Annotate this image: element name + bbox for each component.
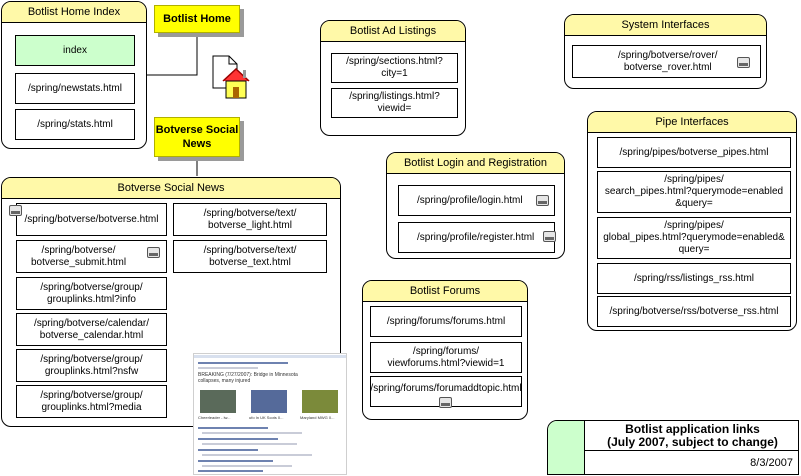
botverse-light-link[interactable]: /spring/botverse/text/ botverse_light.ht…	[173, 203, 327, 236]
screenshot-image	[302, 390, 338, 413]
home-index-group: Botlist Home Index index /spring/newstat…	[1, 1, 147, 149]
listings-rss-link[interactable]: /spring/rss/listings_rss.html	[597, 263, 791, 294]
botverse-calendar-link[interactable]: /spring/botverse/calendar/ botverse_cale…	[16, 313, 167, 346]
screenshot-caption: ufo In UK Scots 0...	[249, 415, 284, 420]
title-block: Botlist application links (July 2007, su…	[547, 420, 799, 475]
system-interfaces-title: System Interfaces	[565, 15, 766, 36]
title-block-accent	[548, 421, 585, 474]
system-interfaces-group: System Interfaces /spring/botverse/rover…	[564, 14, 767, 89]
botverse-screenshot-thumbnail: BREAKING (7/27/2007): Bridge in Minnesot…	[193, 353, 347, 475]
grouplinks-media-link[interactable]: /spring/botverse/group/ grouplinks.html?…	[16, 385, 167, 418]
window-icon	[439, 397, 452, 408]
botverse-pipes-link[interactable]: /spring/pipes/botverse_pipes.html	[597, 137, 791, 168]
window-icon	[147, 247, 160, 258]
rover-link[interactable]: /spring/botverse/rover/ botverse_rover.h…	[572, 45, 761, 78]
social-news-title: Botverse Social News	[2, 178, 340, 199]
login-group: Botlist Login and Registration /spring/p…	[386, 152, 565, 259]
login-link[interactable]: /spring/profile/login.html	[398, 185, 555, 216]
window-icon	[536, 195, 549, 206]
index-link[interactable]: index	[15, 35, 135, 66]
botlist-home-callout: Botlist Home	[154, 5, 240, 33]
viewforums-link[interactable]: /spring/forums/ viewforums.html?viewid=1	[370, 342, 522, 373]
login-title: Botlist Login and Registration	[387, 153, 564, 174]
botverse-link[interactable]: /spring/botverse/botverse.html	[16, 203, 167, 236]
botverse-submit-link[interactable]: /spring/botverse/ botverse_submit.html	[16, 240, 167, 273]
pipe-interfaces-group: Pipe Interfaces /spring/pipes/botverse_p…	[587, 111, 797, 331]
ad-listings-group: Botlist Ad Listings /spring/sections.htm…	[320, 20, 466, 136]
global-pipes-link[interactable]: /spring/pipes/ global_pipes.html?querymo…	[597, 217, 791, 259]
botverse-social-callout: Botverse Social News	[154, 117, 240, 157]
grouplinks-nsfw-link[interactable]: /spring/botverse/group/ grouplinks.html?…	[16, 349, 167, 382]
window-icon	[737, 57, 750, 68]
forums-group: Botlist Forums /spring/forums/forums.htm…	[362, 280, 528, 420]
stats-link[interactable]: /spring/stats.html	[15, 109, 135, 140]
botverse-text-link[interactable]: /spring/botverse/text/ botverse_text.htm…	[173, 240, 327, 273]
listings-link[interactable]: /spring/listings.html?viewid=	[331, 88, 458, 118]
forums-title: Botlist Forums	[363, 281, 527, 302]
sections-link[interactable]: /spring/sections.html?city=1	[331, 53, 458, 83]
window-icon	[9, 205, 22, 216]
title-block-title: Botlist application links (July 2007, su…	[585, 421, 798, 451]
screenshot-headline: BREAKING (7/27/2007): Bridge in Minnesot…	[198, 372, 298, 384]
home-index-title: Botlist Home Index	[2, 2, 146, 23]
pipe-interfaces-title: Pipe Interfaces	[588, 112, 796, 133]
newstats-link[interactable]: /spring/newstats.html	[15, 73, 135, 104]
screenshot-caption: Cheerleader - lw...	[198, 415, 231, 420]
search-pipes-link[interactable]: /spring/pipes/ search_pipes.html?querymo…	[597, 171, 791, 213]
botverse-rss-link[interactable]: /spring/botverse/rss/botverse_rss.html	[597, 296, 791, 327]
screenshot-image	[251, 390, 287, 413]
grouplinks-info-link[interactable]: /spring/botverse/group/ grouplinks.html?…	[16, 277, 167, 310]
title-block-date: 8/3/2007	[750, 457, 793, 469]
window-icon	[543, 231, 556, 242]
screenshot-caption: Maryland MWG 0...	[300, 415, 335, 420]
forums-link[interactable]: /spring/forums/forums.html	[370, 306, 522, 337]
house-icon	[222, 67, 250, 99]
ad-listings-title: Botlist Ad Listings	[321, 21, 465, 42]
screenshot-image	[200, 390, 236, 413]
register-link[interactable]: /spring/profile/register.html	[398, 222, 555, 253]
